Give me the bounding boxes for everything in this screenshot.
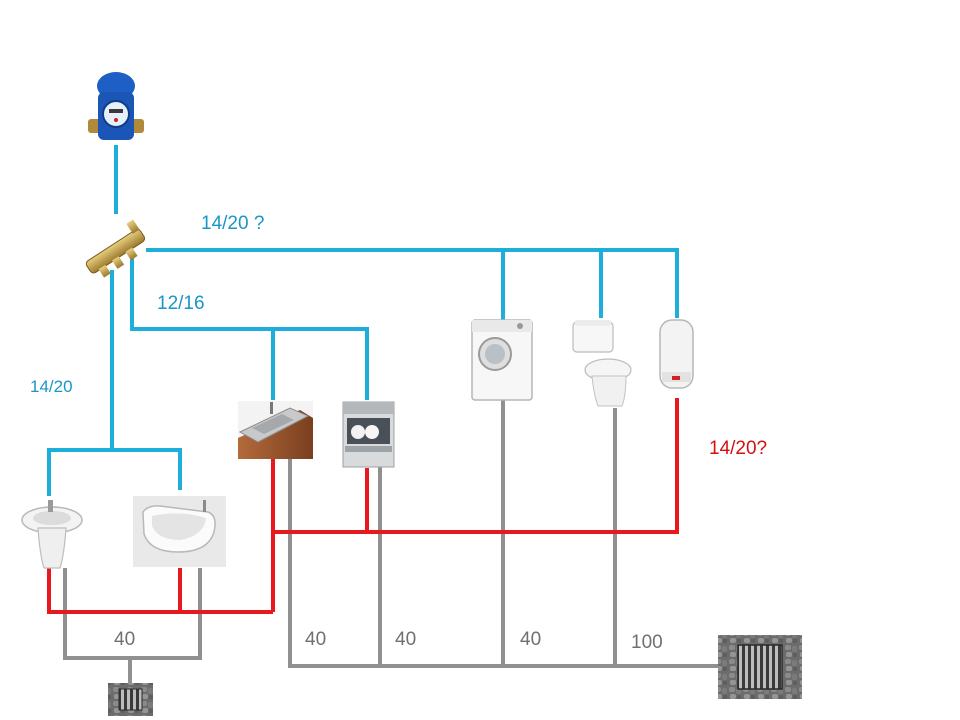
cold-pipe-main-right xyxy=(146,248,679,318)
label-hot-pipe: 14/20? xyxy=(709,438,768,459)
bathtub-icon xyxy=(133,496,226,567)
hot-pipe-left-loop xyxy=(47,568,273,614)
floor-drain-small-icon xyxy=(108,683,153,716)
label-drain-washing-machine: 40 xyxy=(520,629,542,650)
cold-water-pipes xyxy=(47,145,679,496)
cold-pipe-branch xyxy=(130,258,369,400)
cold-pipe-bathtub xyxy=(112,448,182,490)
label-drain-dishwasher: 40 xyxy=(395,629,417,650)
water-heater-icon xyxy=(659,319,694,389)
drain-pipe-main xyxy=(288,458,718,668)
toilet-icon xyxy=(572,320,632,407)
label-drain-sink: 40 xyxy=(305,629,327,650)
floor-drain-large-icon xyxy=(718,635,802,699)
dishwasher-icon xyxy=(342,401,395,468)
label-branch-cold-pipe: 12/16 xyxy=(157,293,205,314)
manifold-icon xyxy=(85,219,146,278)
water-meter-icon xyxy=(88,72,144,140)
kitchen-sink-icon xyxy=(238,401,313,459)
hot-pipe-main xyxy=(273,398,679,534)
label-drain-toilet: 100 xyxy=(631,632,663,653)
label-left-cold-pipe: 14/20 xyxy=(30,377,73,396)
washbasin-icon xyxy=(21,500,83,569)
washing-machine-icon xyxy=(471,319,533,401)
label-drain-basin: 40 xyxy=(114,629,136,650)
hot-water-pipes xyxy=(47,398,679,614)
cold-pipe-left xyxy=(47,270,114,496)
label-main-cold-pipe: 14/20 ? xyxy=(201,213,265,234)
